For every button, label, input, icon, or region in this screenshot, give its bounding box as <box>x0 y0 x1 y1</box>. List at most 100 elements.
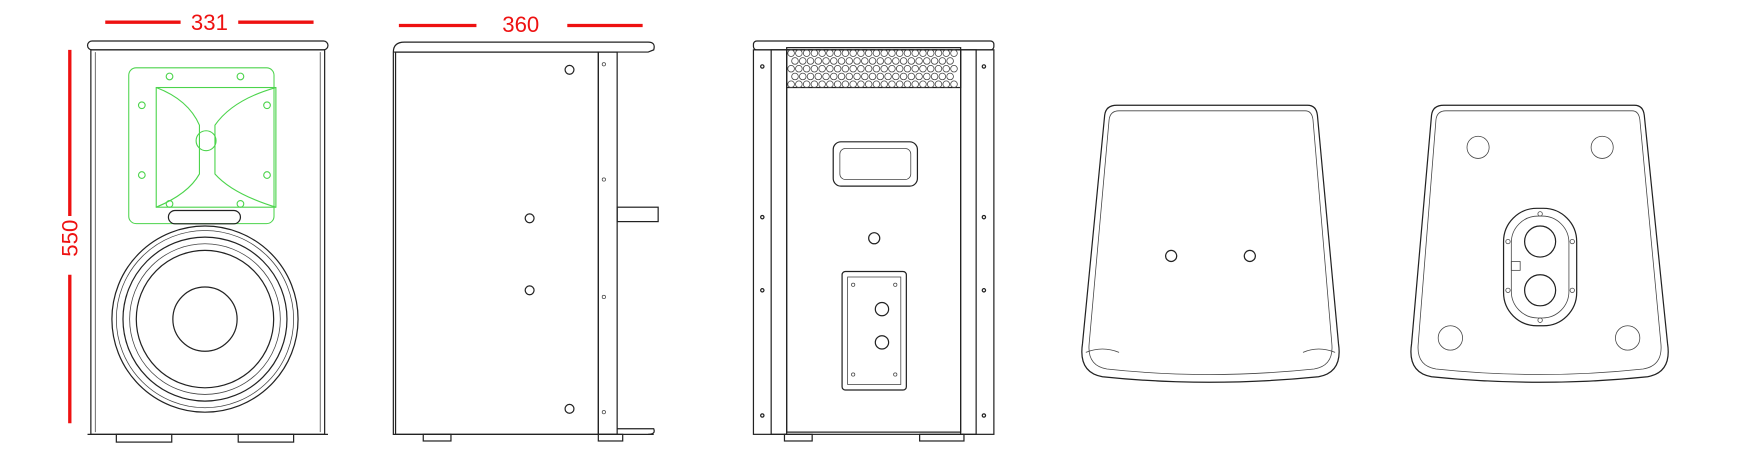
grille-hole <box>857 64 865 73</box>
grille-hole <box>899 57 908 65</box>
grille-hole <box>907 72 916 81</box>
grille-hole <box>857 80 865 88</box>
grille-hole <box>787 80 795 88</box>
grille-hole <box>938 72 947 81</box>
grille-hole <box>818 80 826 88</box>
grille-hole <box>903 80 912 88</box>
grille-hole <box>864 80 873 88</box>
grille-hole <box>872 64 881 73</box>
grille-hole <box>810 49 819 57</box>
grille-hole <box>864 49 873 57</box>
grille-hole <box>923 72 931 81</box>
grille-hole <box>841 49 850 57</box>
grille-hole <box>946 57 954 65</box>
grille-hole <box>830 57 838 65</box>
grille-hole <box>903 49 912 57</box>
grille-hole <box>799 72 807 81</box>
connector-plate-icon <box>841 270 907 391</box>
grille-hole <box>888 64 896 73</box>
grille-hole <box>915 72 923 81</box>
depth-dimension-label: 360 <box>502 12 539 37</box>
grille-hole <box>942 49 950 57</box>
grille-hole <box>927 49 935 57</box>
grille-hole <box>892 57 900 65</box>
grille-hole <box>927 64 935 73</box>
back-view <box>752 40 995 442</box>
grille-hole <box>814 57 822 65</box>
grille-hole <box>930 72 939 81</box>
grille-hole <box>938 57 947 65</box>
pole-mount-icon <box>1502 207 1578 327</box>
grille-hole <box>822 72 830 81</box>
grille-hole <box>934 64 943 73</box>
grille-hole <box>833 80 842 88</box>
grille-hole <box>919 64 927 73</box>
grille-hole <box>950 49 958 57</box>
grille-hole <box>802 64 811 73</box>
grille-hole <box>841 80 850 88</box>
grille-hole <box>919 49 927 57</box>
grille-hole <box>895 64 904 73</box>
height-dimension-label: 550 <box>58 220 83 257</box>
grille-hole <box>930 57 939 65</box>
grille-hole <box>814 72 822 81</box>
horn-icon <box>128 67 277 225</box>
grille-hole <box>892 72 900 81</box>
grille-hole <box>934 49 943 57</box>
grille-hole <box>942 80 950 88</box>
grille-hole <box>837 72 846 81</box>
grille-hole <box>833 49 842 57</box>
grille-hole <box>880 80 888 88</box>
grille-hole <box>833 64 842 73</box>
grille-hole <box>853 57 861 65</box>
top-view <box>1081 104 1340 383</box>
grille-hole <box>895 49 904 57</box>
grille-hole <box>876 57 885 65</box>
grille-hole <box>864 64 873 73</box>
grille-hole <box>880 49 888 57</box>
grille-hole <box>946 72 954 81</box>
grille-hole <box>903 64 912 73</box>
grille-hole <box>826 49 834 57</box>
grille-hole <box>857 49 865 57</box>
grille-hole <box>853 72 861 81</box>
grille-icon <box>786 47 962 89</box>
grille-hole <box>802 80 811 88</box>
grille-hole <box>911 49 919 57</box>
grille-hole <box>837 57 846 65</box>
grille-hole <box>868 57 877 65</box>
grille-hole <box>872 80 881 88</box>
grille-hole <box>911 80 919 88</box>
grille-hole <box>845 57 853 65</box>
grille-hole <box>907 57 916 65</box>
grille-hole <box>927 80 935 88</box>
grille-hole <box>826 80 834 88</box>
grille-hole <box>787 49 795 57</box>
grille-hole <box>802 49 811 57</box>
grille-hole <box>884 72 892 81</box>
grille-hole <box>888 49 896 57</box>
grille-hole <box>806 57 815 65</box>
grille-hole <box>791 72 799 81</box>
woofer-icon <box>111 225 299 413</box>
grille-hole <box>826 64 834 73</box>
grille-hole <box>806 72 815 81</box>
grille-hole <box>861 57 869 65</box>
grille-hole <box>895 80 904 88</box>
front-view: 331 550 <box>58 10 329 443</box>
grille-hole <box>818 49 826 57</box>
grille-hole <box>841 64 850 73</box>
grille-hole <box>919 80 927 88</box>
grille-hole <box>942 64 950 73</box>
grille-hole <box>915 57 923 65</box>
grille-hole <box>795 80 803 88</box>
grille-hole <box>884 57 892 65</box>
grille-hole <box>950 80 958 88</box>
grille-hole <box>876 72 885 81</box>
grille-hole <box>880 64 888 73</box>
grille-hole <box>861 72 869 81</box>
grille-hole <box>849 64 857 73</box>
grille-hole <box>818 64 826 73</box>
front-port-icon <box>167 209 242 225</box>
grille-hole <box>830 72 838 81</box>
